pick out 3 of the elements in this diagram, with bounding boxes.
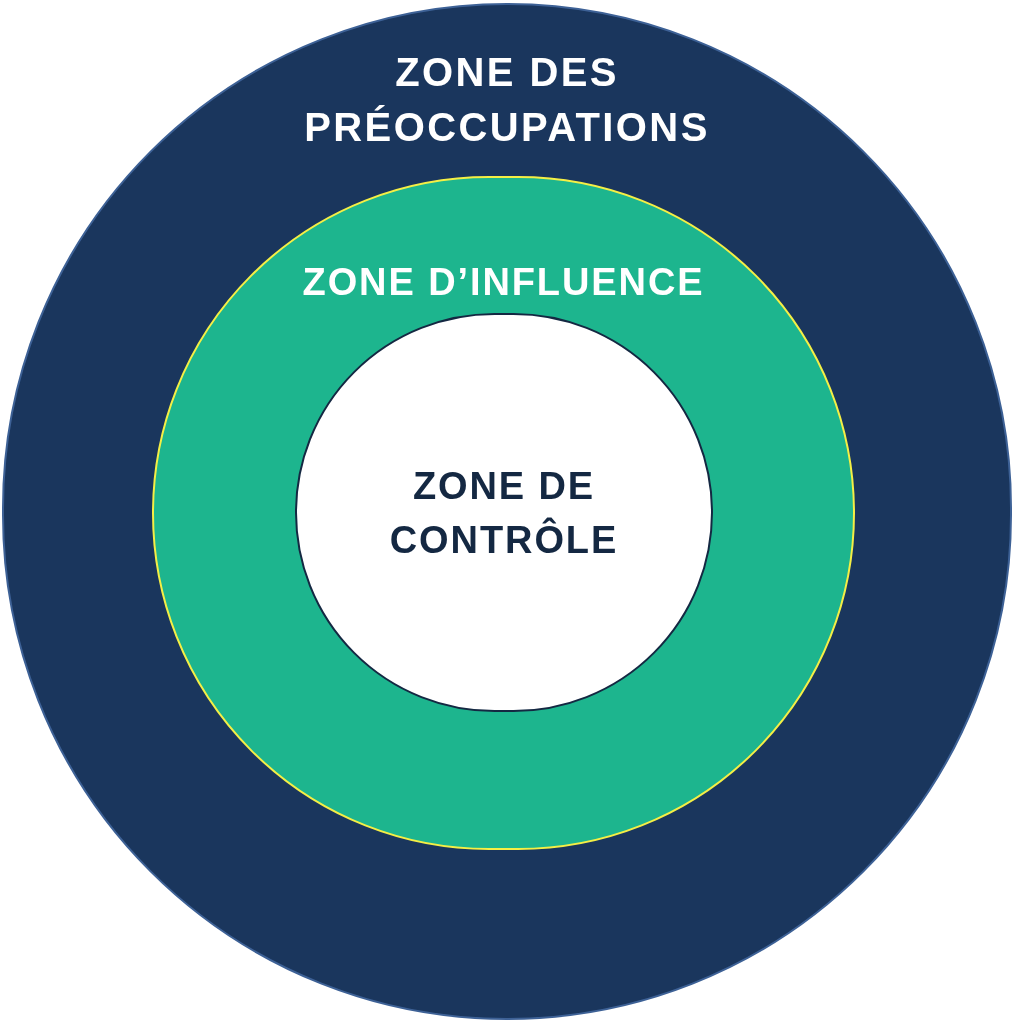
zone-label: ZONE DE CONTRÔLE (388, 463, 620, 563)
zone-label: ZONE DES PRÉOCCUPATIONS (303, 49, 711, 151)
zone-label: ZONE D’INFLUENCE (302, 260, 705, 305)
